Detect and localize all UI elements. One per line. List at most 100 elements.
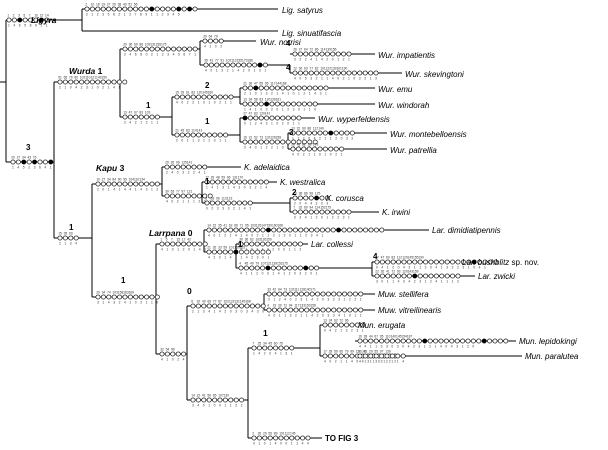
state-value: 0 [430, 266, 432, 270]
state-value: 1 [8, 24, 10, 28]
character-number: 7 [171, 238, 173, 242]
state-value: 9 [145, 13, 147, 17]
state-value: 1 [441, 266, 443, 270]
homoplasy-marker [127, 46, 133, 52]
state-value: 1 [267, 234, 269, 238]
state-value: 3 [146, 188, 148, 192]
homoplasy-marker [190, 397, 196, 403]
character-number: 149 [361, 350, 367, 354]
character-number: 75 [279, 342, 283, 346]
homoplasy-marker [303, 51, 309, 57]
state-value: 3 [203, 310, 205, 314]
state-value: 0 [381, 280, 383, 284]
synapomorphy-marker [314, 195, 319, 201]
character-number: 145 [202, 91, 208, 95]
character-number: 56 [134, 3, 138, 7]
homoplasy-marker [280, 101, 286, 107]
state-value: 2 [326, 58, 328, 62]
character-number: 41 [223, 224, 227, 228]
homoplasy-marker [196, 94, 201, 100]
state-value: 1 [146, 301, 148, 305]
state-value: 1 [129, 301, 131, 305]
homoplasy-marker [297, 70, 303, 76]
state-value: 0 [278, 248, 280, 252]
state-value: 1 [419, 266, 421, 270]
character-number: 83 [259, 98, 263, 102]
homoplasy-marker [175, 193, 181, 199]
tip-k-adelaidica: K. adelaidica [244, 163, 290, 172]
state-value: 4 [351, 360, 353, 364]
state-value: 9 [35, 24, 37, 28]
homoplasy-marker [455, 259, 461, 265]
state-value: 2 [102, 86, 104, 90]
state-value: 1 [204, 171, 206, 175]
homoplasy-marker [186, 164, 191, 170]
homoplasy-marker [303, 70, 309, 76]
state-value: 4 [305, 216, 307, 220]
character-number: 141 [197, 129, 203, 133]
homoplasy-marker [450, 273, 455, 279]
state-value: 2 [97, 13, 99, 17]
character-number: 82 [315, 67, 319, 71]
state-value: 3 [311, 234, 313, 238]
clade-label-kapu: Kapu 3 [96, 163, 125, 173]
state-value: 4 [260, 122, 262, 126]
character-number: 67 [374, 335, 378, 339]
homoplasy-marker [330, 51, 336, 57]
state-value: 0 [285, 442, 287, 446]
homoplasy-marker [217, 397, 223, 403]
state-value: 0 [213, 234, 215, 238]
state-value: 1 [245, 272, 247, 276]
character-number: 60 [274, 342, 278, 346]
character-number: 104 [129, 178, 135, 182]
homoplasy-marker [228, 227, 233, 233]
homoplasy-marker [338, 322, 344, 328]
state-value: 2 [317, 298, 319, 302]
character-number: 112 [313, 127, 318, 131]
character-number: 28 [329, 350, 333, 354]
state-value: 2 [430, 280, 432, 284]
homoplasy-marker [206, 397, 212, 403]
character-number: 94 [289, 304, 293, 308]
state-value: 1 [325, 92, 327, 96]
state-value: 4 [172, 13, 174, 17]
homoplasy-marker [314, 209, 319, 215]
homoplasy-marker [278, 435, 284, 441]
state-value: 2 [332, 216, 334, 220]
homoplasy-marker [314, 51, 319, 57]
state-value: 2 [81, 86, 83, 90]
state-value: 3 [320, 92, 322, 96]
homoplasy-marker [181, 351, 186, 357]
state-value: 0 [262, 272, 264, 276]
state-value: 2 [305, 272, 307, 276]
character-number: 12 [40, 14, 44, 18]
homoplasy-marker [322, 353, 328, 359]
homoplasy-marker [438, 338, 444, 344]
homoplasy-marker [127, 114, 133, 120]
homoplasy-marker [253, 115, 259, 121]
character-number: 169 [129, 291, 135, 295]
state-value: 4 [198, 171, 200, 175]
character-number: 83 [191, 91, 195, 95]
state-value: 2 [255, 186, 257, 190]
synapomorphy-marker [149, 6, 155, 12]
homoplasy-marker [368, 353, 374, 359]
state-value: 2 [303, 92, 305, 96]
character-number: 15 [175, 91, 179, 95]
state-value: 2 [337, 216, 339, 220]
homoplasy-marker [368, 338, 374, 344]
homoplasy-marker [320, 291, 326, 297]
tip-wur-windorah: Wur. windorah [378, 101, 430, 110]
homoplasy-marker [111, 294, 117, 300]
homoplasy-marker [349, 353, 355, 359]
homoplasy-marker [362, 338, 368, 344]
state-value: 2 [295, 298, 297, 302]
homoplasy-marker [308, 51, 314, 57]
character-number: 126 [270, 136, 276, 140]
state-value: 2 [343, 58, 345, 62]
state-value: 2 [176, 139, 178, 143]
character-number: 141 [265, 112, 271, 116]
